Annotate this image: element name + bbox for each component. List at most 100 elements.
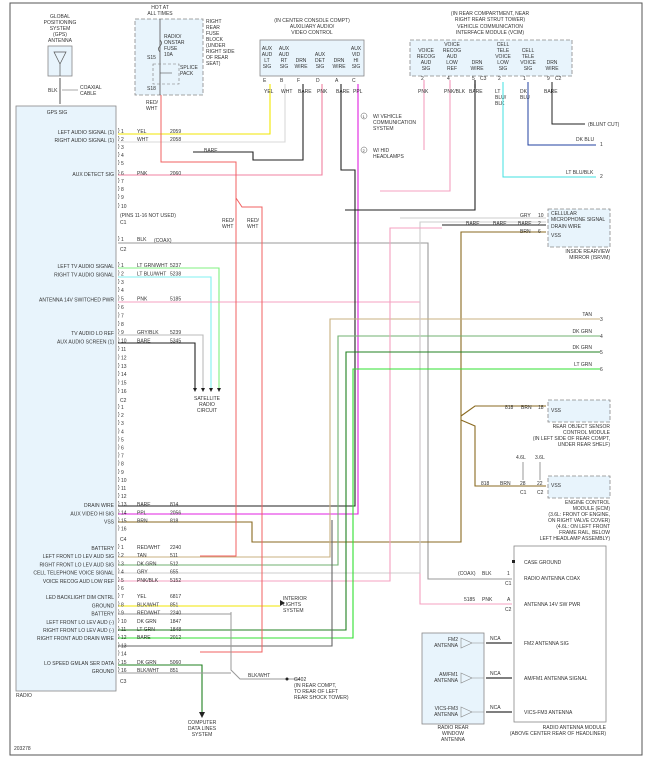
computer-data-label: SYSTEM bbox=[192, 732, 213, 738]
rear-object-pin-label: VSS bbox=[551, 408, 562, 414]
radio-circuit-number: 512 bbox=[170, 561, 179, 567]
pin-bracket: } bbox=[118, 412, 120, 418]
vcim-output-wire: LT BLU/BLK bbox=[566, 170, 594, 176]
radio-wire-color: BLK/WHT bbox=[137, 668, 159, 674]
arrow-icon bbox=[280, 600, 285, 606]
satellite-label: RADIO bbox=[199, 402, 215, 408]
vcim-pin-id: 4 bbox=[447, 76, 450, 82]
pin-bracket: } bbox=[118, 601, 120, 607]
pin-bracket: } bbox=[118, 517, 120, 523]
case-ground-icon bbox=[512, 560, 515, 563]
rear-object-wire: BRN bbox=[521, 405, 532, 411]
aux-pin-label: AUX bbox=[262, 46, 273, 52]
aux-pin-label: AUD bbox=[262, 52, 273, 58]
splice-pack-box bbox=[152, 63, 180, 85]
radio-pin-number: 6 bbox=[121, 586, 124, 592]
radio-circuit-number: 1848 bbox=[170, 627, 181, 633]
radio-pin-number: 9 bbox=[121, 330, 124, 336]
aux-wire-label: YEL bbox=[264, 89, 274, 95]
pin-bracket: } bbox=[118, 585, 120, 591]
rwa-title: WINDOW bbox=[442, 731, 464, 737]
rwa-item-label: ANTENNA bbox=[434, 712, 459, 718]
aux-pin-label: AUX bbox=[279, 46, 290, 52]
ecm-title: ENGINE CONTROL bbox=[565, 500, 610, 506]
vcim-pin-label: RECOG bbox=[417, 54, 435, 60]
interior-lights-system: INTERIOR LIGHTS SYSTEM bbox=[280, 596, 307, 614]
rear-object-title: CONTROL MODULE bbox=[563, 430, 611, 436]
vcim-pin-label: AUD bbox=[447, 54, 458, 60]
aux-wire-label: BARE bbox=[336, 89, 350, 95]
radio-pin-number: 1 bbox=[121, 405, 124, 411]
radio-pin-label: AUX DETECT SIG bbox=[72, 172, 114, 178]
mirror-wire: GRY bbox=[520, 213, 531, 219]
pin-bracket: } bbox=[118, 634, 120, 640]
aux-pin-label: WIRE bbox=[294, 64, 308, 70]
antenna-amp-icon bbox=[460, 672, 484, 684]
pin-bracket: } bbox=[118, 296, 120, 302]
pin-bracket: } bbox=[118, 186, 120, 192]
radio-pin-label: GROUND bbox=[92, 603, 115, 609]
output-pin: 5 bbox=[600, 350, 603, 356]
radio-pin-number: 12 bbox=[121, 635, 127, 641]
diagram-frame bbox=[9, 2, 643, 756]
radio-pin-label: DRAIN WIRE bbox=[84, 503, 115, 509]
radio-circuit-number: 1847 bbox=[170, 619, 181, 625]
aux-pin-id: A bbox=[335, 78, 339, 84]
vcim-module: (IN REAR COMPARTMENT, NEAR RIGHT REAR ST… bbox=[409, 11, 620, 180]
vcim-pin-label: TELE bbox=[522, 54, 535, 60]
ecm-connector: C1 bbox=[520, 490, 527, 496]
pin-bracket: } bbox=[118, 420, 120, 426]
radio-pin-number: 9 bbox=[121, 470, 124, 476]
fuse-location: REAR bbox=[206, 25, 220, 31]
radio-circuit-number: 2056 bbox=[170, 510, 181, 516]
radio-wire-color: BLK/WHT bbox=[137, 602, 159, 608]
mirror-pin: 10 bbox=[538, 213, 544, 219]
pin-bracket: } bbox=[118, 354, 120, 360]
radio-circuit-number: 2240 bbox=[170, 545, 181, 551]
radio-pin-number: 13 bbox=[121, 643, 127, 649]
arrow-down-icon bbox=[209, 388, 213, 392]
radio-pin-number: 5 bbox=[121, 437, 124, 443]
pin-bracket: } bbox=[118, 659, 120, 665]
radio-pin-number: 10 bbox=[121, 478, 127, 484]
radio-pin-number: 15 bbox=[121, 518, 127, 524]
fuse-block-box bbox=[134, 18, 204, 96]
radio-pin-label: RIGHT TV AUDIO SIGNAL bbox=[54, 272, 114, 278]
radio-circuit-number: 2060 bbox=[170, 171, 181, 177]
vcim-pin-id: 5 bbox=[472, 76, 475, 82]
pin-bracket: } bbox=[118, 236, 120, 242]
wire-dk-grn-1847 bbox=[118, 351, 600, 631]
pin-bracket: } bbox=[118, 194, 120, 200]
wire-brn-818-rear bbox=[460, 405, 546, 417]
ecm-engine: 4.6L bbox=[516, 455, 526, 461]
radio-circuit-number: 851 bbox=[170, 668, 179, 674]
satellite-radio-circuit: SATELLITE RADIO CIRCUIT bbox=[194, 396, 221, 414]
output-wire-label: DK GRN bbox=[573, 345, 593, 351]
wire-bare-drn bbox=[193, 84, 304, 161]
aux-pin-label: DRN bbox=[334, 58, 345, 64]
radio-wire-color: PNK bbox=[137, 171, 148, 177]
radio-pin-number: 5 bbox=[121, 578, 124, 584]
radio-pin-number: 15 bbox=[121, 660, 127, 666]
antenna-module-title: RADIO ANTENNA MODULE bbox=[543, 725, 607, 731]
radio-pin-number: 9 bbox=[121, 195, 124, 201]
wire-tan bbox=[118, 318, 600, 558]
vcim-pin-id: 2 bbox=[498, 76, 501, 82]
radio-pin-label: RIGHT AUDIO SIGNAL (1) bbox=[55, 138, 115, 144]
splice-pack-label: PACK bbox=[180, 71, 194, 77]
aux-wire-label: PPL bbox=[353, 89, 363, 95]
radio-pin-label: ANTENNA 14V SWITCHED PWR bbox=[39, 298, 114, 304]
gps-antenna: GLOBAL POSITIONING SYSTEM (GPS) ANTENNA … bbox=[44, 14, 102, 104]
aux-wire-label: PNK bbox=[317, 89, 328, 95]
radio-circuit-number: 2012 bbox=[170, 635, 181, 641]
radio-circuit-number: 851 bbox=[170, 602, 179, 608]
gps-title-line: POSITIONING bbox=[44, 20, 77, 26]
radio-wire-color: BRN bbox=[137, 518, 148, 524]
ecm-title: LEFT HEADLAMP ASSEMBLY) bbox=[540, 536, 611, 542]
radio-wire-color: RED/WHT bbox=[137, 611, 160, 617]
note-text: HEADLAMPS bbox=[373, 154, 405, 160]
interior-lights-label: SYSTEM bbox=[283, 608, 304, 614]
pin-bracket: } bbox=[118, 262, 120, 268]
output-wire-label: LT GRN bbox=[574, 362, 592, 368]
